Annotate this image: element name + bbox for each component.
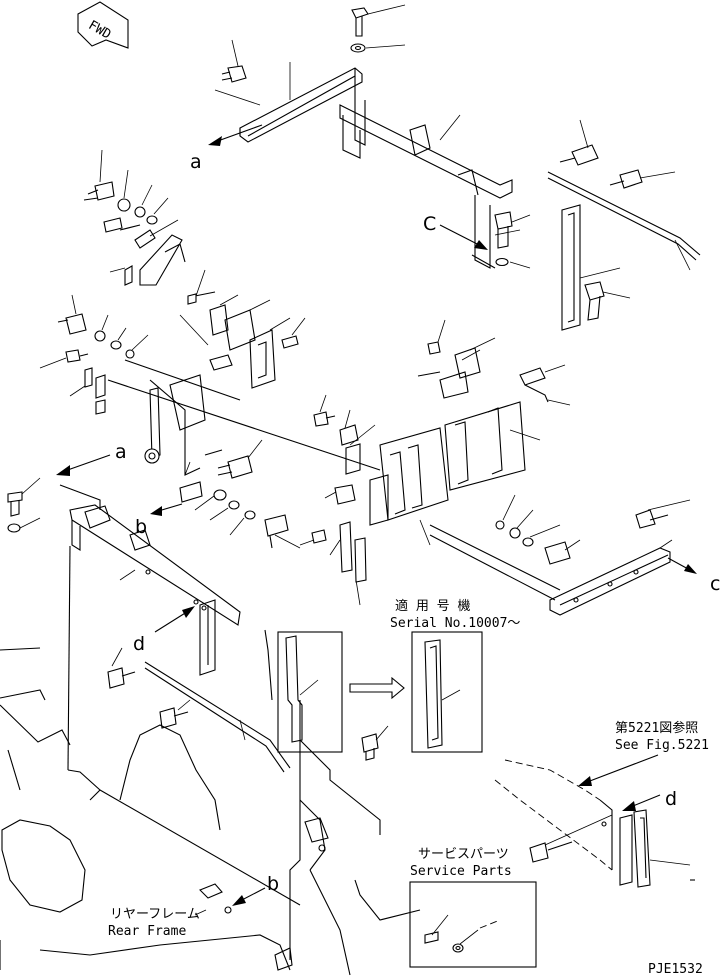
fwd-label: FWD [86,18,114,43]
center-upper-parts [179,269,306,389]
rear-frame-en: Rear Frame [108,924,186,939]
arrow-b-lower: b [232,873,279,906]
bolt-far-left [7,477,41,533]
serial-note-en: Serial No.10007～ [390,616,520,631]
service-parts: サービスパーツ Service Parts [409,847,537,968]
service-parts-en: Service Parts [410,864,512,879]
bottom-right-beam [429,494,691,616]
serial-note: 適 用 号 機 Serial No.10007～ [390,598,520,631]
arrow-a-top: a [190,124,263,173]
top-bolt [350,4,406,53]
callout-c-upper: C [423,213,436,235]
lower-left-beam [69,504,241,676]
arrow-a-lower: a [56,441,127,510]
rear-frame [0,545,421,976]
arrow-d-left: d [133,606,195,655]
drawing-number: PJE1532 [648,962,703,977]
see-fig-en: See Fig.5221 [615,738,709,753]
callout-b-upper: b [135,516,147,538]
serial-note-jp: 適 用 号 機 [395,598,470,614]
callout-b-lower: b [267,873,279,895]
mid-diagonal-lines [107,359,381,476]
arrow-b-upper: b [135,503,183,538]
upper-left-fasteners [83,149,186,286]
callout-c-lower: c [710,573,720,595]
see-fig-note: 第5221図参照 See Fig.5221 [494,720,709,871]
callout-d-left: d [133,633,145,655]
rear-frame-label: リヤーフレーム Rear Frame [108,907,207,939]
top-beam-assembly [214,62,521,269]
arrow-c-upper: C [423,213,488,250]
fwd-arrow: FWD [77,1,129,49]
callout-a-top: a [190,151,202,173]
center-right-panels [299,319,571,606]
arrow-d-right: d [529,788,695,888]
left-mid-bolts [144,439,301,549]
bracket-detail-new [411,631,483,753]
lower-rod [107,647,389,773]
see-fig-jp: 第5221図参照 [615,720,698,736]
callout-d-right: d [665,788,677,810]
mid-left-fasteners [39,294,149,415]
arrow-c-lower: c [667,557,720,595]
bolt-right-upper [494,211,531,269]
service-parts-jp: サービスパーツ [418,847,509,862]
right-rod [547,119,701,331]
callout-a-lower: a [115,441,127,463]
bracket-detail-old [277,631,405,753]
bolt-upper-left [221,39,247,83]
rear-frame-jp: リヤーフレーム [110,907,200,922]
